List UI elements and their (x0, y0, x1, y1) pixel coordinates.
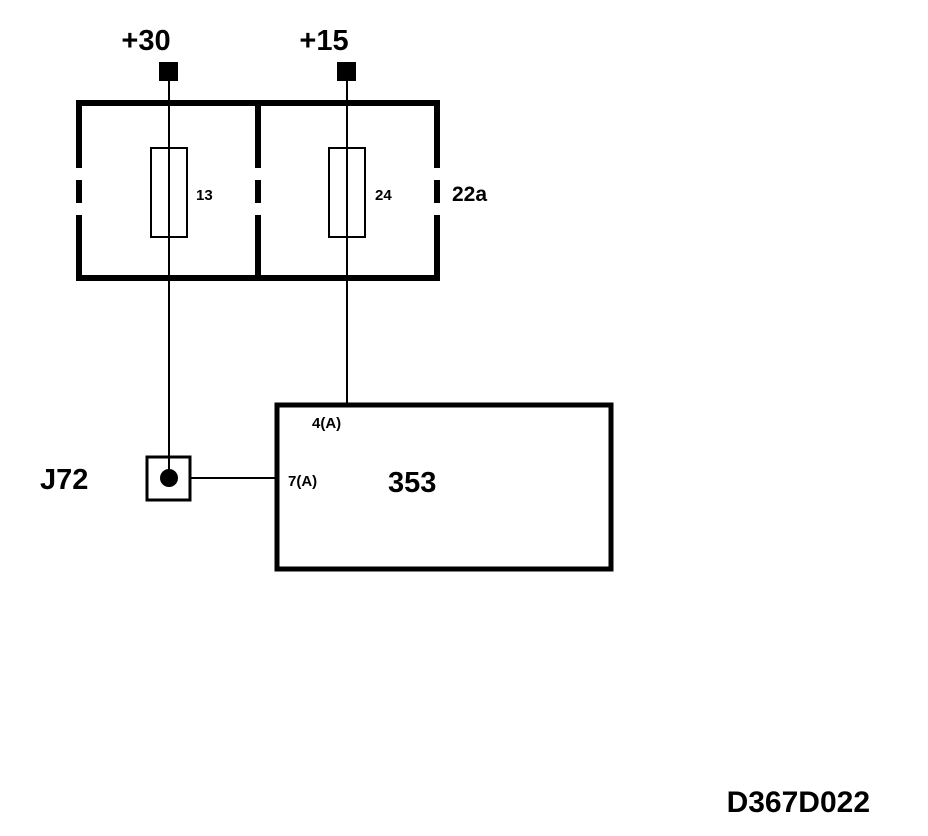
terminal-15-label: +15 (299, 25, 348, 57)
drawing-code: D367D022 (727, 786, 870, 819)
pin-4a-label: 4(A) (312, 415, 341, 432)
component-353 (274, 402, 614, 572)
fuse-13-label: 13 (196, 187, 213, 204)
fuse-box-22a (76, 100, 440, 281)
fuse-box-label: 22a (452, 183, 487, 206)
terminal-15-square (337, 62, 356, 81)
terminal-30-square (159, 62, 178, 81)
component-label: 353 (388, 467, 436, 499)
connector-label: J72 (40, 464, 88, 496)
terminal-30-label: +30 (121, 25, 170, 57)
pin-7a-label: 7(A) (288, 473, 317, 490)
fuse-24-label: 24 (375, 187, 392, 204)
connector-pin-dot (160, 469, 178, 487)
